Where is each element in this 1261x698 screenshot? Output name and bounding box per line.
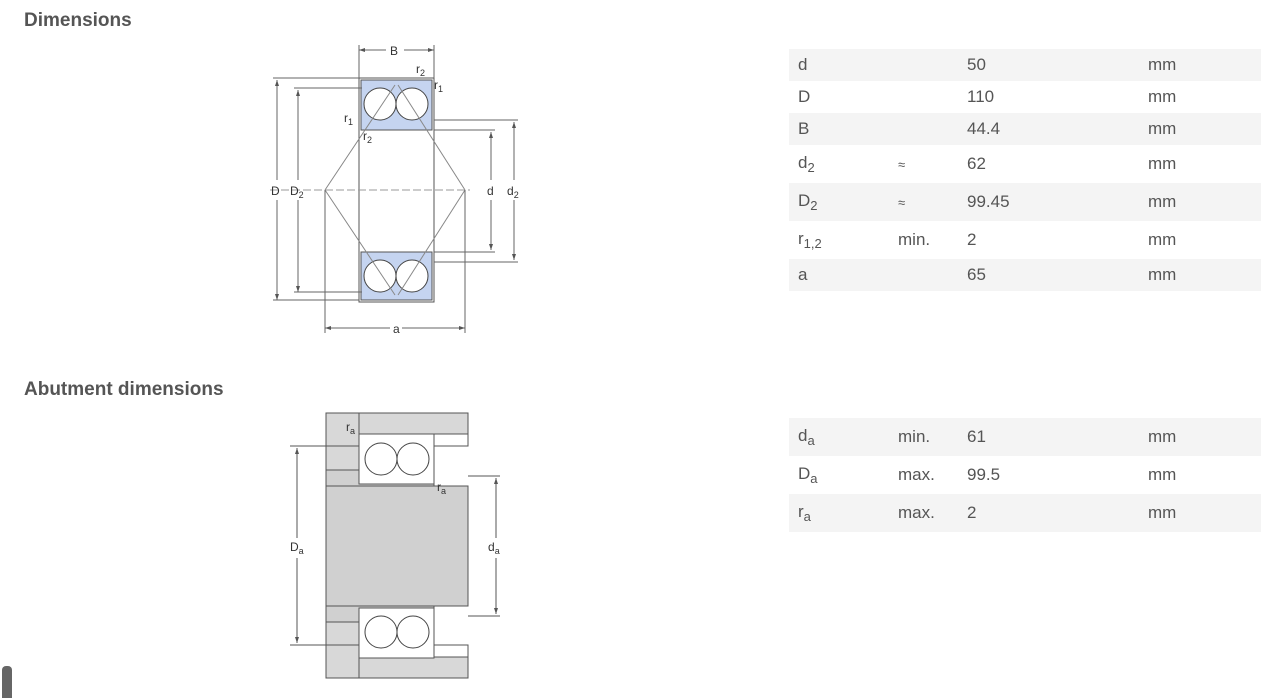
qualifier-cell: ≈ bbox=[898, 156, 906, 172]
value-cell: 110 bbox=[967, 87, 995, 106]
bearing-dimensions-drawing: B r2 r1 r1 r2 D D2 d d2 a bbox=[270, 44, 519, 336]
label-ra-top: ra bbox=[346, 420, 355, 436]
table-row: d2 ≈62 mm bbox=[789, 145, 1261, 183]
symbol-text: D bbox=[798, 191, 811, 210]
symbol-subscript: a bbox=[810, 471, 818, 486]
value-cell: 99.45 bbox=[958, 183, 1139, 221]
unit-cell: mm bbox=[1148, 154, 1177, 173]
qualifier-cell: max. bbox=[898, 465, 935, 484]
symbol-text: r bbox=[798, 229, 804, 248]
qualifier-cell bbox=[889, 113, 958, 145]
value-cell: 44.4 bbox=[958, 113, 1139, 145]
qualifier-cell: min. bbox=[898, 230, 931, 249]
symbol-text: a bbox=[798, 265, 808, 284]
qualifier-cell: max. bbox=[889, 494, 958, 532]
unit-cell: mm bbox=[1139, 113, 1261, 145]
symbol-subscript: 2 bbox=[807, 160, 815, 175]
symbol-subscript: 1,2 bbox=[803, 236, 822, 251]
value-cell: 2 bbox=[958, 494, 1139, 532]
symbol-text: D bbox=[798, 87, 811, 106]
label-B: B bbox=[390, 44, 398, 58]
unit-cell: mm bbox=[1139, 183, 1261, 221]
unit-cell: mm bbox=[1139, 49, 1261, 81]
label-r2-left: r2 bbox=[363, 129, 372, 145]
qualifier-cell: min. bbox=[889, 418, 958, 456]
abutment-dimensions-drawing: ra ra Da da bbox=[290, 412, 500, 679]
label-da: da bbox=[488, 540, 500, 556]
symbol-cell: da bbox=[789, 418, 889, 456]
value-cell: 50 bbox=[958, 49, 1139, 81]
label-a: a bbox=[393, 322, 400, 336]
symbol-subscript: a bbox=[803, 509, 811, 524]
value-cell: 99.5 bbox=[967, 465, 1001, 484]
symbol-cell: D2 bbox=[789, 183, 889, 221]
unit-cell: mm bbox=[1148, 465, 1177, 484]
symbol-text: r bbox=[798, 502, 804, 521]
unit-cell: mm bbox=[1139, 418, 1261, 456]
label-r1-left: r1 bbox=[344, 111, 353, 127]
qualifier-cell bbox=[889, 49, 958, 81]
label-D2: D2 bbox=[290, 184, 304, 200]
label-ra-right: ra bbox=[437, 480, 446, 496]
symbol-text: d bbox=[798, 426, 808, 445]
symbol-text: d bbox=[798, 55, 808, 74]
qualifier-cell bbox=[889, 81, 958, 113]
symbol-cell: d2 bbox=[789, 145, 889, 183]
value-cell: 62 bbox=[967, 154, 986, 173]
unit-cell: mm bbox=[1139, 259, 1261, 291]
scroll-handle[interactable] bbox=[2, 666, 12, 698]
symbol-cell: a bbox=[789, 259, 889, 291]
abutment-dimensions-heading: Abutment dimensions bbox=[24, 379, 224, 400]
label-r2-top: r2 bbox=[416, 62, 425, 78]
symbol-cell: Da bbox=[789, 456, 889, 494]
unit-cell: mm bbox=[1139, 494, 1261, 532]
symbol-cell: r1,2 bbox=[789, 221, 889, 259]
symbol-cell: B bbox=[789, 113, 889, 145]
label-r1-top: r1 bbox=[434, 78, 443, 94]
symbol-cell: D bbox=[789, 81, 889, 113]
symbol-text: d bbox=[798, 153, 808, 172]
table-row: D 110 mm bbox=[789, 81, 1261, 113]
label-D: D bbox=[271, 184, 280, 198]
symbol-text: D bbox=[798, 464, 811, 483]
qualifier-cell: ≈ bbox=[889, 183, 958, 221]
symbol-subscript: a bbox=[807, 433, 815, 448]
symbol-text: B bbox=[798, 119, 810, 138]
symbol-subscript: 2 bbox=[810, 198, 818, 213]
qualifier-cell bbox=[889, 259, 958, 291]
table-row: r1,2 min. 2 mm bbox=[789, 221, 1261, 259]
dimensions-heading: Dimensions bbox=[24, 10, 132, 31]
label-d: d bbox=[487, 184, 494, 198]
symbol-cell: ra bbox=[789, 494, 889, 532]
value-cell: 2 bbox=[967, 230, 977, 249]
value-cell: 65 bbox=[958, 259, 1139, 291]
unit-cell: mm bbox=[1148, 87, 1177, 106]
unit-cell: mm bbox=[1148, 230, 1177, 249]
label-d2: d2 bbox=[507, 184, 519, 200]
label-Da: Da bbox=[290, 540, 304, 556]
value-cell: 61 bbox=[958, 418, 1139, 456]
symbol-cell: d bbox=[789, 49, 889, 81]
table-row: Da max. 99.5 mm bbox=[789, 456, 1261, 494]
